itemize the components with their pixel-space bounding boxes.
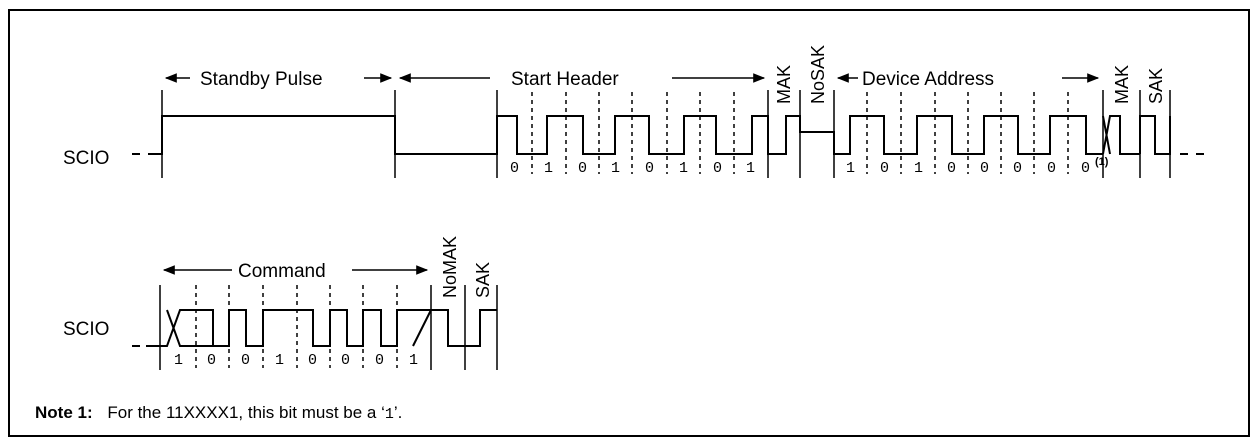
scio-waveform-crossing bbox=[412, 309, 432, 347]
bit-value: 0 bbox=[645, 160, 654, 177]
bit-value: 1 bbox=[611, 160, 620, 177]
bit-value: 1 bbox=[275, 352, 284, 369]
note-text-end: ’. bbox=[394, 403, 403, 422]
bit-separators-start-header bbox=[531, 92, 735, 174]
bit-value: 1 bbox=[544, 160, 553, 177]
scio-last-bit-high bbox=[1102, 115, 1140, 155]
scio-last-bit-low bbox=[1102, 115, 1111, 155]
start-header-label: Start Header bbox=[511, 69, 619, 90]
sak-label: SAK bbox=[1146, 68, 1166, 104]
scio-waveform-top bbox=[154, 115, 1103, 155]
bit-value: 0 bbox=[341, 352, 350, 369]
note-text: For the 11XXXX1, this bit must be a ‘ bbox=[107, 403, 385, 422]
command-bits: 1 0 0 1 0 0 0 1 bbox=[174, 352, 418, 369]
bit-separators-device-address bbox=[866, 92, 1069, 174]
figure-border bbox=[8, 9, 1250, 437]
scio-label-bottom: SCIO bbox=[63, 319, 109, 340]
bit-value: 0 bbox=[578, 160, 587, 177]
bit-value: 1 bbox=[846, 160, 855, 177]
bit-value: 1 bbox=[174, 352, 183, 369]
scio-label-top: SCIO bbox=[63, 148, 109, 169]
bit-value: 0 bbox=[1047, 160, 1056, 177]
bit-value: 0 bbox=[241, 352, 250, 369]
footnote-marker: (1) bbox=[1095, 156, 1109, 168]
sak-label: SAK bbox=[473, 262, 493, 298]
bit-value: 1 bbox=[914, 160, 923, 177]
standby-pulse-label: Standby Pulse bbox=[200, 69, 323, 90]
note-prefix: Note 1: bbox=[35, 403, 93, 422]
device-address-label: Device Address bbox=[862, 69, 994, 90]
bit-value: 0 bbox=[1013, 160, 1022, 177]
nosak-label: NoSAK bbox=[808, 45, 828, 104]
scio-waveform-crossing bbox=[166, 309, 213, 347]
bit-value: 0 bbox=[713, 160, 722, 177]
command-label: Command bbox=[238, 261, 326, 282]
start-header-bits: 0 1 0 1 0 1 0 1 bbox=[510, 160, 755, 177]
bit-value: 0 bbox=[375, 352, 384, 369]
bit-value: 0 bbox=[947, 160, 956, 177]
mak-label: MAK bbox=[774, 65, 794, 104]
bit-value: 0 bbox=[308, 352, 317, 369]
scio-waveform-bottom bbox=[152, 309, 497, 347]
bit-value: 1 bbox=[409, 352, 418, 369]
mak-label: MAK bbox=[1112, 65, 1132, 104]
bit-value: 1 bbox=[679, 160, 688, 177]
bit-value: 1 bbox=[746, 160, 755, 177]
bit-value: 0 bbox=[980, 160, 989, 177]
device-address-bits: 1 0 1 0 0 0 0 0 bbox=[846, 160, 1090, 177]
bit-value: 0 bbox=[510, 160, 519, 177]
bit-value: 0 bbox=[207, 352, 216, 369]
scio-ack-waveform bbox=[1139, 115, 1171, 155]
nomak-label: NoMAK bbox=[440, 236, 460, 298]
bit-value: 0 bbox=[1081, 160, 1090, 177]
bit-separators-command bbox=[195, 285, 398, 368]
note-code: 1 bbox=[385, 406, 394, 423]
note-line: Note 1: For the 11XXXX1, this bit must b… bbox=[35, 403, 402, 423]
bit-value: 0 bbox=[880, 160, 889, 177]
